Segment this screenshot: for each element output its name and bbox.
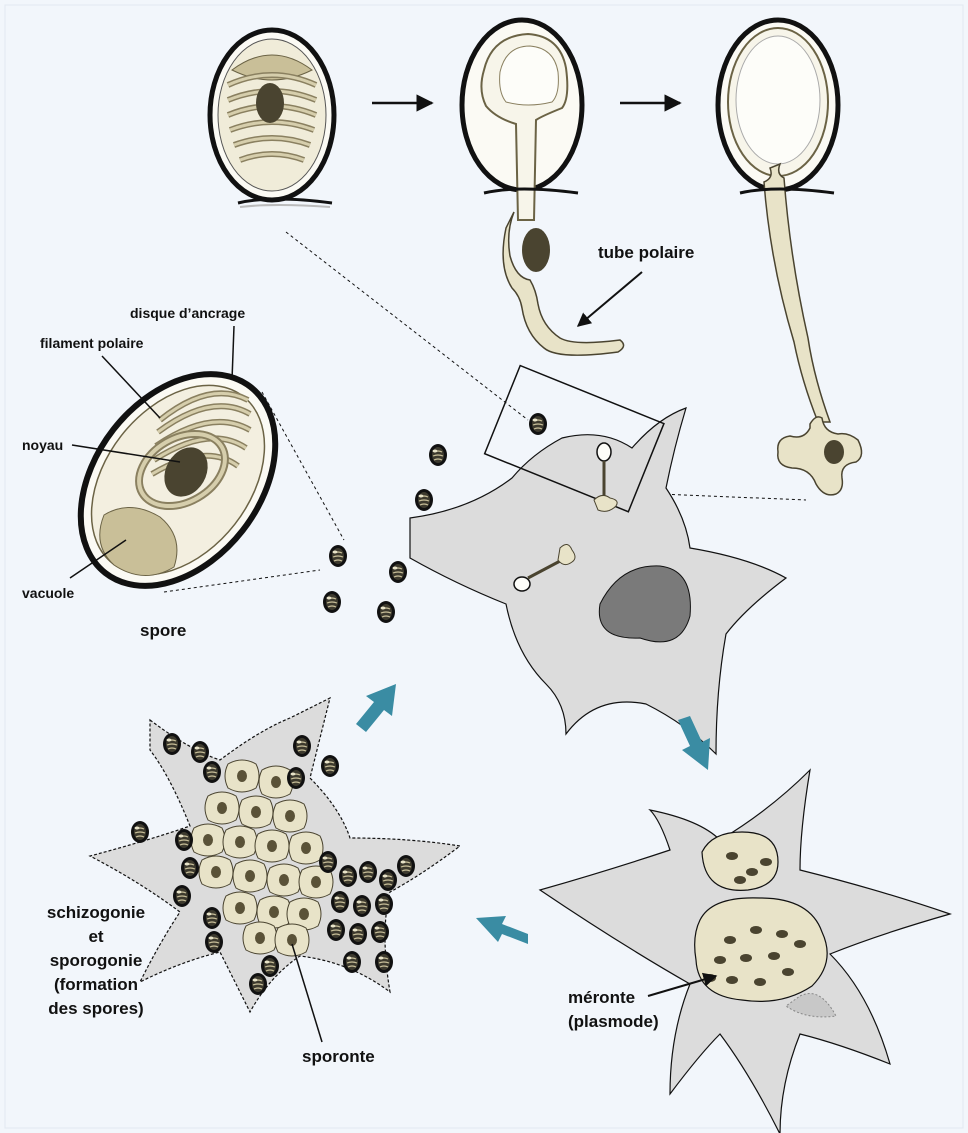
label-meronte-line2: (plasmode) xyxy=(568,1012,659,1031)
label-schizogonie-line1: schizogonie xyxy=(47,903,145,922)
label-sporonte: sporonte xyxy=(302,1047,375,1066)
label-tube-polaire: tube polaire xyxy=(598,243,694,262)
label-meronte-line1: méronte xyxy=(568,988,635,1007)
label-schizogonie-line4: (formation xyxy=(54,975,138,994)
label-vacuole: vacuole xyxy=(22,585,74,601)
label-noyau: noyau xyxy=(22,437,63,453)
label-schizogonie-line5: des spores) xyxy=(48,999,143,1018)
label-filament-polaire: filament polaire xyxy=(40,335,144,351)
label-schizogonie-line3: sporogonie xyxy=(50,951,143,970)
label-disque-ancrage: disque d’ancrage xyxy=(130,305,245,321)
label-schizogonie-line2: et xyxy=(88,927,103,946)
label-spore: spore xyxy=(140,621,186,640)
